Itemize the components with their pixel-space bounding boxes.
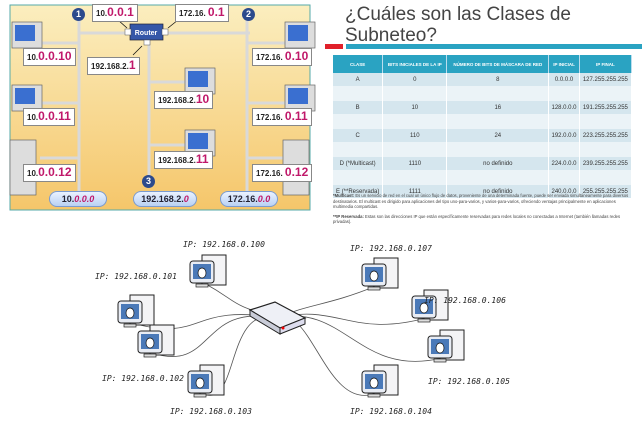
host-ip-label: IP: 192.168.0.105	[428, 377, 510, 386]
computer-icon	[427, 329, 465, 363]
router-port-ip: 10.0.0.1	[92, 4, 138, 22]
host-ip-label: IP: 192.168.0.103	[170, 407, 252, 416]
network-address: 172.16.0.0	[220, 191, 278, 207]
host-ip: 192.168.2.10	[154, 91, 214, 109]
host-ip-label: IP: 192.168.0.106	[424, 296, 506, 305]
segment-number-1: 1	[72, 8, 85, 21]
computer-icon	[117, 294, 155, 328]
footnote-multicast: *Multicast: Es un servicio de red en el …	[333, 193, 629, 209]
computer-icon	[411, 289, 449, 323]
slide-title: ¿Cuáles son las Clases de Subneteo?	[345, 4, 571, 46]
network-address: 10.0.0.0	[49, 191, 107, 207]
router-label: Router	[135, 30, 158, 37]
host-ip-label: IP: 192.168.0.104	[350, 407, 432, 416]
footnote-reserved: **IP Reservada: Estas son las direccione…	[333, 213, 621, 225]
host-ip: 10.0.0.11	[23, 108, 75, 126]
routed-network-diagram: Router 1 2 3 10.0.0.1 172.16. 0.1 192.16…	[0, 0, 330, 225]
host-ip: 10.0.0.12	[23, 164, 76, 182]
teal-accent-bar	[346, 44, 642, 49]
host-ip: 172.16. 0.10	[252, 48, 313, 66]
computer-icon	[361, 364, 399, 398]
col-header: IP FINAL	[579, 55, 633, 73]
ip-classes-table: CLASE BITS INICIALES DE LA IP NÚMERO DE …	[333, 55, 633, 198]
network-address: 192.168.2.0	[133, 191, 197, 207]
computer-icon	[137, 324, 175, 358]
star-network-diagram	[117, 254, 465, 398]
col-header: NÚMERO DE BITS DE MÁSCARA DE RED	[446, 55, 550, 73]
host-ip: 192.168.2.11	[154, 151, 213, 169]
host-ip: 172.16. 0.11	[252, 108, 312, 126]
router-port-ip: 192.168.2.1	[87, 57, 140, 75]
host-ip-label: IP: 192.168.0.100	[183, 240, 265, 249]
computer-icon	[189, 254, 227, 288]
router-port-ip: 172.16. 0.1	[175, 4, 229, 22]
col-header: CLASE	[333, 55, 384, 73]
table-header: CLASE BITS INICIALES DE LA IP NÚMERO DE …	[333, 55, 633, 73]
host-ip-label: IP: 192.168.0.107	[350, 244, 432, 253]
segment-number-3: 3	[142, 175, 155, 188]
computer-icon	[361, 257, 399, 291]
host-ip-label: IP: 192.168.0.102	[102, 374, 184, 383]
table-footnotes: *Multicast: Es un servicio de red en el …	[333, 193, 632, 229]
router-icon: Router	[124, 23, 169, 46]
red-accent-bar	[325, 44, 343, 49]
host-ip-label: IP: 192.168.0.101	[95, 272, 177, 281]
host-ip: 172.16. 0.12	[252, 164, 313, 182]
computer-icon	[187, 364, 225, 398]
computer-icons	[9, 21, 316, 196]
col-header: IP INICIAL	[548, 55, 580, 73]
host-ip: 10.0.0.10	[23, 48, 76, 66]
segment-number-2: 2	[242, 8, 255, 21]
col-header: BITS INICIALES DE LA IP	[382, 55, 448, 73]
switch-icon	[248, 301, 307, 335]
